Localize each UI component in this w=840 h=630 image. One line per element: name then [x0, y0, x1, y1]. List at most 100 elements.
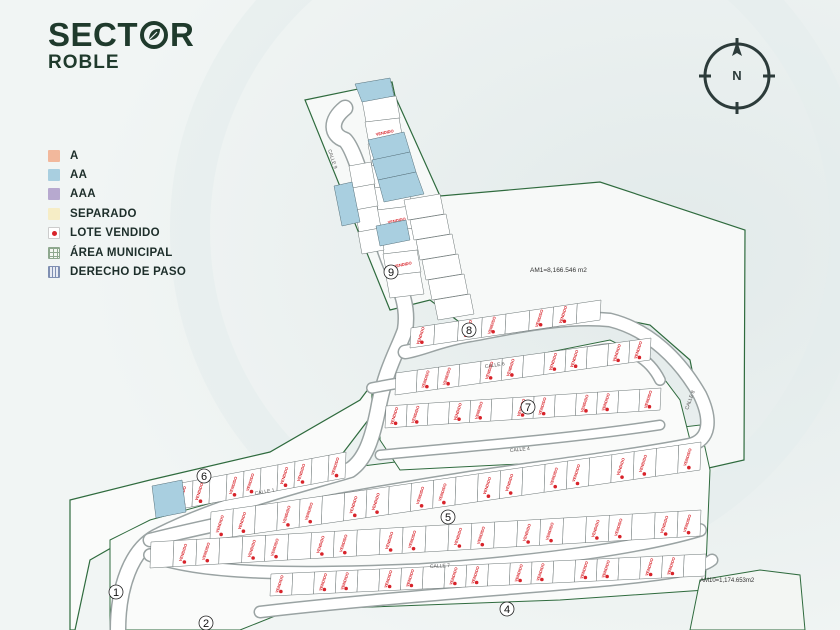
lot[interactable]: [562, 516, 587, 545]
municipal-area-am10: [689, 569, 806, 630]
sold-label: VENDIDO: [215, 515, 225, 534]
sold-label: VENDIDO: [330, 457, 340, 476]
block-marker-4[interactable]: 4: [499, 601, 515, 617]
lot[interactable]: [385, 271, 425, 299]
block-marker-5[interactable]: 5: [440, 509, 456, 525]
lot[interactable]: [321, 492, 345, 525]
lot[interactable]: [617, 389, 641, 414]
aa-lot[interactable]: [377, 171, 425, 203]
sold-label: VENDIDO: [474, 401, 484, 420]
legend-item: AA: [48, 165, 186, 184]
block-marker-9[interactable]: 9: [383, 264, 399, 280]
sold-dot: [205, 558, 210, 563]
brand-title: SECT R: [48, 18, 194, 52]
block-marker-1[interactable]: 1: [108, 584, 124, 600]
sold-label: VENDIDO: [281, 505, 291, 524]
sold-dot: [480, 542, 485, 547]
sold-label: VENDIDO: [682, 514, 692, 533]
lot[interactable]: [493, 520, 518, 549]
lot[interactable]: [504, 310, 531, 335]
sold-dot: [322, 587, 327, 592]
block-marker-7[interactable]: 7: [520, 399, 536, 415]
lot[interactable]: [356, 568, 381, 593]
lot[interactable]: [458, 361, 482, 387]
sold-dot: [425, 384, 429, 389]
block-marker-8[interactable]: 8: [461, 322, 477, 338]
lot[interactable]: [552, 559, 576, 584]
lot[interactable]: [415, 233, 457, 261]
lot[interactable]: [655, 444, 679, 477]
lot[interactable]: [310, 454, 330, 485]
street-label: CALLE 6: [484, 361, 505, 370]
lot[interactable]: [490, 397, 514, 422]
sold-label: VENDIDO: [544, 522, 554, 541]
compass-letter: N: [732, 68, 741, 83]
legend-label: SEPARADO: [70, 207, 137, 220]
lot[interactable]: [638, 387, 662, 412]
sold-label: VENDIDO: [245, 473, 255, 492]
lot[interactable]: [403, 193, 445, 221]
block-marker-6[interactable]: 6: [196, 468, 212, 484]
sold-label: VENDIDO: [296, 463, 306, 482]
sold-dot: [642, 472, 647, 476]
lot[interactable]: [427, 273, 469, 301]
block-marker-2[interactable]: 2: [198, 615, 214, 630]
lot[interactable]: [287, 532, 312, 561]
lot[interactable]: [291, 571, 315, 596]
lot[interactable]: [585, 343, 609, 370]
lot[interactable]: [327, 451, 347, 482]
sold-label: VENDIDO: [315, 535, 325, 554]
lot[interactable]: [617, 556, 642, 581]
lot[interactable]: [575, 299, 602, 324]
sold-label: VENDIDO: [448, 567, 458, 586]
lot[interactable]: [409, 213, 451, 241]
sold-dot: [549, 538, 553, 543]
sold-label: VENDIDO: [535, 563, 545, 582]
aa-lot[interactable]: [333, 181, 361, 227]
sold-label: VENDIDO: [407, 530, 417, 549]
sold-label: VENDIDO: [410, 405, 420, 424]
lot[interactable]: [553, 393, 577, 418]
lot[interactable]: [427, 401, 450, 426]
lot[interactable]: [433, 320, 459, 345]
lot[interactable]: [208, 474, 228, 504]
sold-label: VENDIDO: [537, 397, 547, 416]
sold-dot: [670, 571, 675, 576]
lot[interactable]: [433, 293, 475, 321]
legend-swatch: [48, 207, 60, 220]
lot[interactable]: [387, 483, 412, 515]
legend-swatch: [48, 188, 60, 201]
lot[interactable]: [630, 512, 656, 541]
lot[interactable]: [394, 369, 418, 396]
sold-dot: [583, 575, 588, 580]
sold-label: VENDIDO: [638, 454, 648, 473]
lot[interactable]: [254, 502, 279, 534]
lot[interactable]: [676, 509, 702, 538]
lot[interactable]: [149, 540, 175, 569]
lot[interactable]: [355, 528, 381, 557]
sold-dot: [375, 510, 379, 514]
aa-lot[interactable]: [151, 479, 187, 519]
street-label: CALLE 4: [510, 446, 531, 454]
aa-lot[interactable]: [375, 219, 411, 247]
lot[interactable]: [682, 553, 707, 578]
lot[interactable]: [487, 562, 511, 587]
lot[interactable]: [588, 454, 613, 487]
sold-label: VENDIDO: [274, 575, 284, 594]
lot[interactable]: [522, 352, 546, 378]
sold-dot: [446, 381, 450, 386]
sold-label: VENDIDO: [405, 569, 415, 588]
lot[interactable]: [521, 463, 546, 496]
sold-dot: [616, 358, 620, 363]
sold-dot-icon: [52, 231, 57, 237]
lot[interactable]: [677, 441, 702, 474]
aa-lot[interactable]: [354, 77, 395, 103]
lot[interactable]: [348, 161, 376, 189]
lot[interactable]: [424, 524, 450, 553]
lot[interactable]: [454, 473, 479, 506]
lot[interactable]: [421, 253, 463, 281]
lot[interactable]: [628, 337, 652, 364]
sold-dot: [605, 407, 609, 412]
lot[interactable]: [218, 536, 243, 565]
